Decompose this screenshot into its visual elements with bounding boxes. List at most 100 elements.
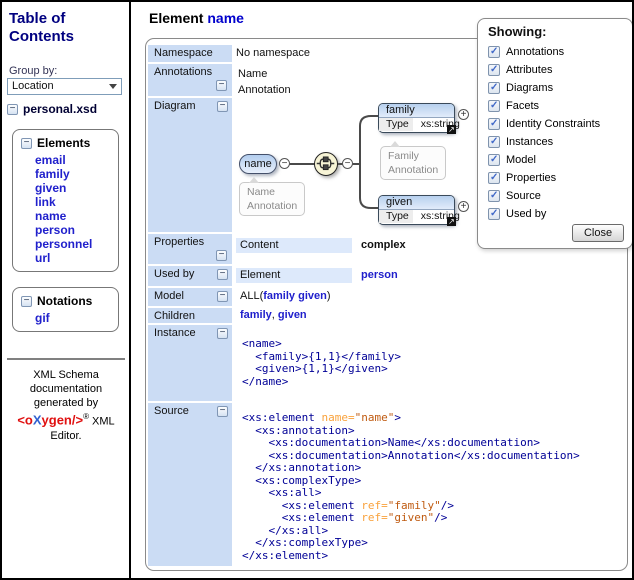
row-children: Children family, given [146, 308, 627, 323]
row-label-text: Diagram [154, 100, 196, 112]
all-compositor-icon[interactable] [314, 152, 338, 176]
collapse-icon[interactable] [216, 250, 227, 261]
source-code-line: <xs:element ref="family"/> [242, 498, 454, 512]
row-label-properties: Properties [148, 234, 232, 264]
row-source: Source <xs:element name="name"> <xs:anno… [146, 403, 627, 566]
callout-line: Family [388, 150, 419, 162]
showing-item-annotations[interactable]: Annotations [488, 45, 628, 58]
instance-code-line: <name> [242, 337, 282, 350]
toc-link-personnel[interactable]: personnel [35, 237, 93, 251]
checkbox-icon[interactable] [488, 207, 500, 220]
used-by-link[interactable]: person [361, 269, 398, 281]
toc-link-given[interactable]: given [35, 181, 67, 195]
collapse-icon[interactable] [217, 269, 228, 280]
showing-item-identity-constraints[interactable]: Identity Constraints [488, 117, 628, 130]
checkbox-icon[interactable] [488, 63, 500, 76]
collapse-icon[interactable] [217, 328, 228, 339]
checkbox-icon[interactable] [488, 117, 500, 130]
goto-definition-icon[interactable] [447, 217, 456, 226]
row-diagram: Diagram name [146, 98, 627, 232]
dropdown-arrow-icon [109, 84, 117, 89]
row-label-used-by: Used by [148, 266, 232, 286]
diagram-root-element[interactable]: name [239, 154, 277, 174]
collapse-icon[interactable] [342, 158, 353, 169]
checkbox-label: Instances [506, 135, 554, 148]
showing-item-diagrams[interactable]: Diagrams [488, 81, 628, 94]
children-link-family[interactable]: family [240, 309, 272, 321]
row-label-text: Properties [154, 236, 205, 248]
schema-file-name: personal.xsd [23, 102, 98, 116]
checkbox-icon[interactable] [488, 45, 500, 58]
children-link-given[interactable]: given [277, 309, 307, 321]
expand-icon[interactable] [458, 201, 469, 212]
row-instance: Instance <name> <family>{1,1}</family> <… [146, 325, 627, 401]
model-link-family[interactable]: family [263, 290, 296, 302]
collapse-icon[interactable] [216, 80, 227, 91]
row-label-source: Source [148, 403, 232, 566]
toc-link-url[interactable]: url [35, 251, 51, 265]
showing-item-model[interactable]: Model [488, 153, 628, 166]
showing-item-properties[interactable]: Properties [488, 171, 628, 184]
row-namespace: Namespace No namespace [146, 45, 627, 62]
goto-definition-icon[interactable] [447, 125, 456, 134]
logo-post: ygen/> [41, 412, 84, 428]
toc-link-family[interactable]: family [35, 167, 70, 181]
showing-item-instances[interactable]: Instances [488, 135, 628, 148]
source-code-block: <xs:element name="name"> <xs:annotation>… [242, 411, 580, 562]
main-panel: Element name Namespace No namespace Anno… [133, 2, 632, 578]
collapse-icon[interactable] [217, 406, 228, 417]
checkbox-label: Annotations [506, 45, 565, 58]
collapse-icon[interactable] [7, 103, 18, 115]
used-by-kind: Element [236, 268, 352, 283]
showing-item-attributes[interactable]: Attributes [488, 63, 628, 76]
collapse-icon[interactable] [217, 291, 228, 302]
instance-code-block: <name> <family>{1,1}</family> <given>{1,… [242, 337, 401, 388]
source-code-line: </xs:complexType> [242, 536, 368, 549]
close-button[interactable]: Close [572, 224, 624, 242]
collapse-icon[interactable] [21, 295, 32, 307]
toc-link-link[interactable]: link [35, 195, 56, 209]
toc-elements-header: Elements [37, 136, 91, 150]
toc-link-email[interactable]: email [35, 153, 66, 167]
checkbox-icon[interactable] [488, 81, 500, 94]
row-label-text: Annotations [154, 66, 213, 78]
diagram-child-family[interactable]: family Type xs:string [378, 103, 460, 134]
callout-line: Annotation [388, 164, 439, 176]
source-code-line: <xs:complexType> [242, 473, 362, 487]
checkbox-icon[interactable] [488, 135, 500, 148]
instance-code-line: </name> [242, 374, 289, 388]
annotation-line: Annotation [238, 84, 291, 96]
diagram-child-given[interactable]: given Type xs:string [378, 195, 460, 226]
model-suffix: ) [326, 290, 331, 302]
expand-icon[interactable] [458, 109, 469, 120]
row-used-by: Used by Element person [146, 266, 627, 286]
checkbox-icon[interactable] [488, 171, 500, 184]
logo-suffix: XML Editor. [50, 415, 115, 443]
showing-item-used-by[interactable]: Used by [488, 207, 628, 220]
toc-link-person[interactable]: person [35, 223, 76, 237]
checkbox-label: Properties [506, 171, 557, 184]
model-link-given[interactable]: given [298, 290, 327, 302]
collapse-icon[interactable] [217, 101, 228, 112]
oxygen-logo: <oXygen/>® XML Editor. [10, 410, 122, 443]
collapse-icon[interactable] [21, 137, 32, 149]
collapse-icon[interactable] [279, 158, 290, 169]
checkbox-label: Diagrams [506, 81, 554, 94]
schema-diagram: name family Type xs: [232, 98, 632, 232]
source-code-line: </xs:all> [242, 523, 329, 537]
diagram-box-title: family [379, 104, 454, 118]
showing-panel: Showing: AnnotationsAttributesDiagramsFa… [477, 18, 632, 249]
showing-item-source[interactable]: Source [488, 189, 628, 202]
checkbox-icon[interactable] [488, 153, 500, 166]
table-of-contents-sidebar: Table of Contents Group by: Location per… [2, 2, 131, 578]
footer-text: XML Schema documentation generated by [29, 369, 103, 409]
row-label-text: Used by [154, 268, 195, 280]
checkbox-icon[interactable] [488, 99, 500, 112]
showing-item-facets[interactable]: Facets [488, 99, 628, 112]
checkbox-label: Used by [506, 207, 547, 220]
toc-link-gif[interactable]: gif [35, 311, 50, 325]
children-separator: , [271, 309, 278, 321]
toc-link-name[interactable]: name [35, 209, 67, 223]
checkbox-icon[interactable] [488, 189, 500, 202]
group-by-select[interactable]: Location [7, 78, 122, 95]
